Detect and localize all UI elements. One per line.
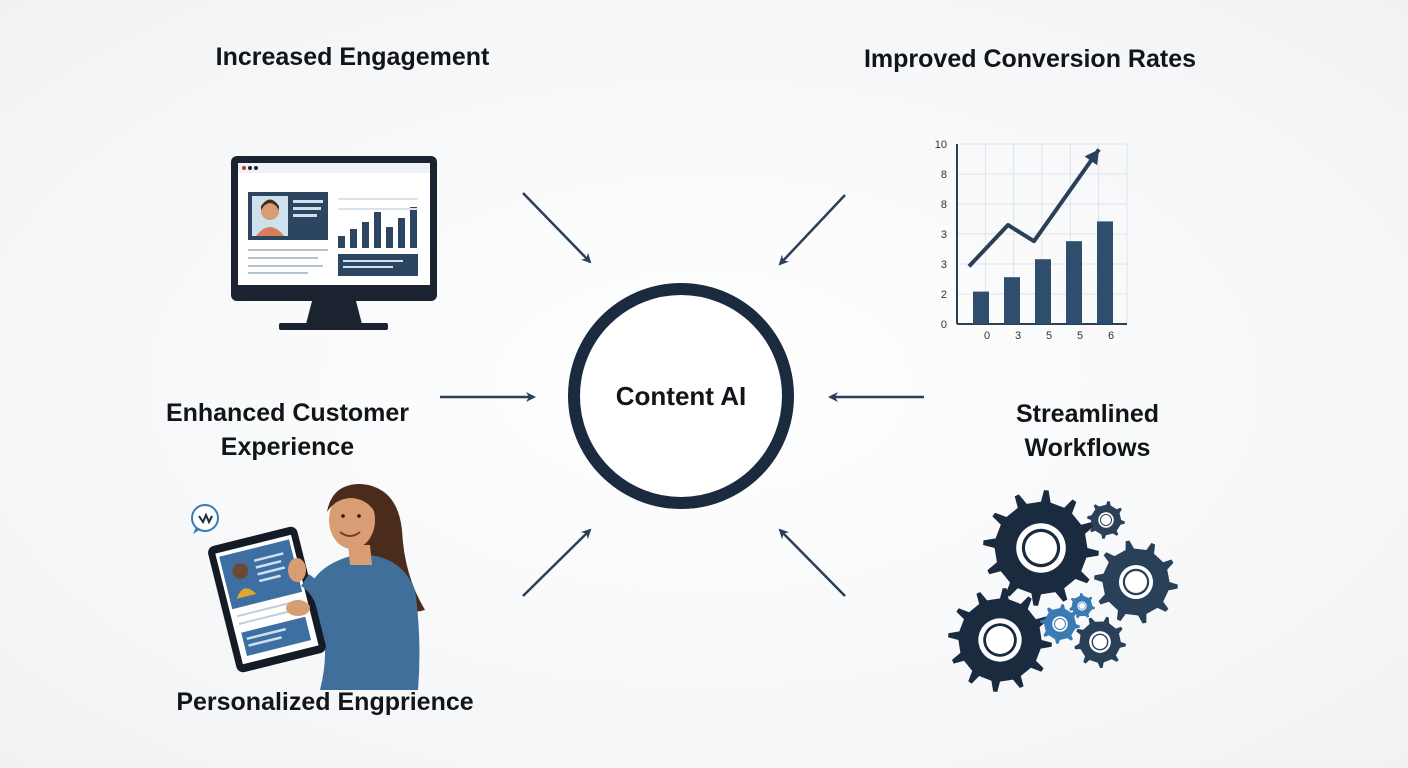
label-line-1: Enhanced Customer <box>165 399 410 427</box>
node-label-improved-conversion-rates: Improved Conversion Rates <box>863 45 1197 73</box>
x-tick-label: 5 <box>1046 330 1052 342</box>
node-label-streamlined-workflows: Streamlined Workflows <box>990 397 1185 465</box>
monitor-dashboard-icon <box>231 156 437 330</box>
chart-bar <box>1066 241 1082 324</box>
large-gear-icon <box>983 490 1099 606</box>
x-tick-label: 5 <box>1077 330 1083 342</box>
y-tick-label: 3 <box>941 229 947 241</box>
trend-line <box>967 148 1101 268</box>
woman-with-tablet-illustration <box>191 484 425 690</box>
arrows <box>440 192 924 597</box>
chart-bar <box>1035 259 1051 324</box>
node-label-enhanced-customer-experience: Enhanced Customer Experience <box>155 396 420 464</box>
x-tick-label: 0 <box>984 330 990 342</box>
arrow-from-bottom-left <box>522 528 592 597</box>
label-line-2: Experience <box>220 433 355 461</box>
label-line-2: Workflows <box>1024 434 1151 462</box>
small-blue-gear-icon <box>1040 604 1080 644</box>
y-tick-label: 8 <box>941 169 947 181</box>
x-tick-label: 6 <box>1108 330 1114 342</box>
y-tick-label: 3 <box>941 259 947 271</box>
gears-icon-group <box>948 490 1178 692</box>
mini-bar-chart-with-trend: 10 8 8 3 3 2 0 0 3 5 5 6 <box>935 139 1128 342</box>
chart-bar <box>1004 277 1020 324</box>
medium-gear-icon <box>1094 540 1178 624</box>
person-avatar-icon <box>261 202 279 220</box>
center-hub-label: Content AI <box>615 380 747 411</box>
node-label-increased-engagement: Increased Engagement <box>215 43 490 71</box>
y-tick-label: 10 <box>935 139 947 151</box>
label-line-1: Streamlined <box>1015 400 1160 428</box>
tiny-blue-gear-icon <box>1069 593 1095 619</box>
large-gear-icon <box>948 588 1052 692</box>
small-gear-icon <box>1087 501 1125 539</box>
trend-arrowhead <box>1084 149 1099 166</box>
arrow-from-bottom-right <box>778 528 846 597</box>
y-tick-label: 2 <box>941 289 947 301</box>
node-label-personalized-engprience: Personalized Engprience <box>176 688 474 716</box>
arrow-from-top-left <box>522 192 592 264</box>
chat-bubble-icon <box>191 504 219 534</box>
chart-bar <box>973 291 989 324</box>
y-tick-label: 8 <box>941 199 947 211</box>
y-tick-label: 0 <box>941 319 947 331</box>
chart-bar <box>1097 221 1113 324</box>
arrow-from-top-right <box>778 194 846 266</box>
x-tick-label: 3 <box>1015 330 1021 342</box>
small-gear-icon <box>1074 616 1126 668</box>
